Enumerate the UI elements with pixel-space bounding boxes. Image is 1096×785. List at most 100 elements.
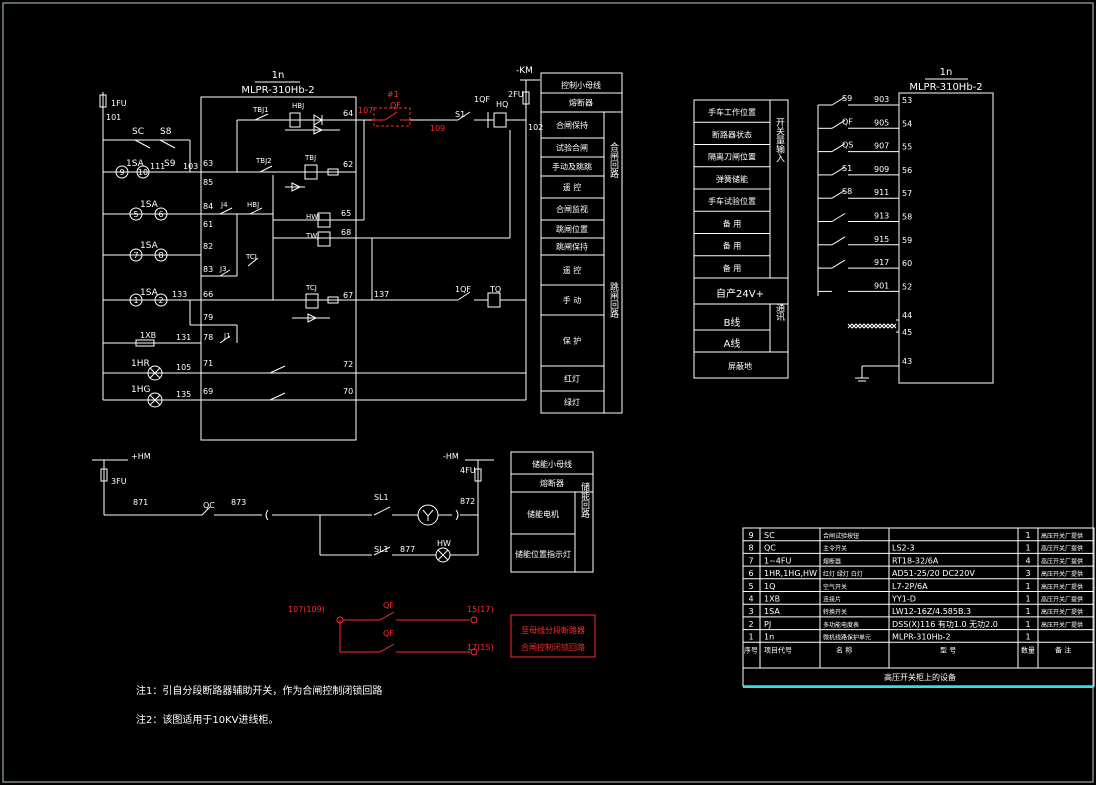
input-switch-label: QF [842, 117, 853, 126]
contact-9-label: 9 [119, 168, 124, 177]
contact-1-icon [129, 293, 143, 307]
node-101-label: 101 [106, 113, 121, 122]
part-no: 7 [748, 556, 753, 565]
part-remark: 高压开关厂提供 [1041, 545, 1083, 553]
part-qty: 3 [1025, 569, 1030, 578]
device2-model-label: MLPR-310Hb-2 [909, 82, 982, 93]
energy-row-indicator: 储能位置指示灯 [515, 549, 571, 559]
terminal-45: 45 [902, 328, 912, 337]
part-code: SC [764, 531, 775, 540]
terminal-69: 69 [203, 387, 213, 396]
node-105-label: 105 [176, 363, 191, 372]
part-spec: DSS(X)116 有功1.0 无功2.0 [892, 619, 998, 629]
node-107-label: 107 [358, 106, 373, 115]
function-row-label: 试验合闸 [556, 143, 588, 153]
terminal-65: 65 [341, 209, 351, 218]
part-code: 1n [764, 633, 774, 642]
relay-hbj2-label: HBJ [247, 201, 259, 209]
part-no: 3 [748, 607, 753, 616]
fuse-2fu-label: 2FU [508, 90, 524, 99]
part-code: 1~4FU [764, 556, 791, 565]
terminal-68: 68 [341, 228, 351, 237]
part-spec: LS2-3 [892, 544, 915, 553]
energy-row-fuse: 熔断器 [540, 478, 564, 488]
part-spec: YY1-D [891, 595, 916, 604]
terminal-63: 63 [203, 159, 213, 168]
interlock-qf-a: QF [383, 601, 394, 610]
function-row-label: 合闸监视 [556, 204, 588, 214]
part-qty: 1 [1025, 633, 1030, 642]
part-name: 微机线路保护单元 [823, 634, 871, 642]
contact-1-label: 1 [133, 296, 138, 305]
part-name: 多功能电度表 [823, 621, 859, 629]
input-terminal-number: 57 [902, 189, 912, 198]
terminal-83: 83 [203, 265, 213, 274]
parts-header-remark: 备 注 [1055, 645, 1071, 654]
function-row-label: 跳闸保持 [556, 242, 588, 252]
function-row-label: 合闸保持 [556, 120, 588, 130]
relay-twj-label: TWJ [305, 232, 319, 240]
shield-ground-label: 屏蔽地 [728, 361, 752, 371]
switch-qc-label: QC [203, 501, 215, 510]
input-switch-label: QS [842, 141, 853, 150]
device-left-terminals: 63 85 84 61 82 83 66 79 78 71 69 [203, 159, 213, 396]
part-spec: L7-2P/6A [892, 582, 928, 591]
contact-7-label: 7 [133, 251, 138, 260]
closing-coil-hq-label: HQ [496, 100, 508, 109]
node-877-label: 877 [400, 545, 415, 554]
function-table-title: 控制小母线 [561, 80, 601, 90]
part-no: 1 [748, 633, 753, 642]
part-code: 1SA [764, 607, 780, 616]
switch-s9-label: S9 [164, 159, 176, 169]
part-no: 9 [748, 531, 753, 540]
note-2: 注2：该图适用于10KV进线柜。 [136, 713, 279, 726]
part-remark: 高压开关厂提供 [1041, 596, 1083, 604]
note-marker-1: #1 [387, 90, 399, 99]
part-name: 红灯 绿灯 白灯 [823, 570, 863, 578]
power-24v-label: 自产24V+ [716, 287, 764, 300]
parts-header-name: 名 称 [836, 645, 852, 654]
contact-8-icon [154, 248, 168, 262]
part-qty: 1 [1025, 607, 1030, 616]
red-lamp-icon [147, 365, 163, 381]
terminal-66: 66 [203, 290, 213, 299]
input-switch-label: S1 [842, 164, 852, 173]
switch-s1-label: S1 [455, 110, 465, 119]
node-131-label: 131 [176, 333, 191, 342]
comm-a-label: A线 [724, 337, 741, 350]
contact-5-icon [129, 207, 143, 221]
function-row-label: 手动及跳跳 [552, 162, 592, 172]
fuse-1fu-icon [99, 94, 107, 108]
switch-sl1-label: SL1 [374, 493, 389, 502]
fuse-4fu-label: 4FU [460, 466, 476, 475]
terminal-70: 70 [343, 387, 353, 396]
trip-circuit-group: 跳闸回路 [608, 281, 619, 319]
comm-group: 通讯 [774, 303, 785, 322]
relay-j1-label: J1 [223, 332, 231, 340]
relay-j4-label: J4 [220, 201, 228, 209]
part-qty: 1 [1025, 582, 1030, 591]
part-name: 合闸试验按钮 [823, 532, 859, 540]
part-code: 1XB [764, 595, 780, 604]
parts-footer: 高压开关柜上的设备 [884, 672, 956, 682]
function-row-label: 红灯 [564, 374, 580, 384]
node-109-label: 109 [430, 124, 445, 133]
part-no: 2 [748, 620, 753, 629]
terminal-64: 64 [343, 109, 353, 118]
contact-9-icon [115, 165, 129, 179]
node-137-label: 137 [374, 290, 389, 299]
trip-coil-tq-label: TQ [489, 285, 501, 294]
node-871-label: 871 [133, 498, 148, 507]
relay-tbj-label: TBJ [304, 154, 316, 162]
function-row-label: 遥 控 [563, 265, 582, 275]
motor-icon [417, 504, 439, 526]
left-control-bus: 1FU 101 SC S8 1SA S9 111 103 9 10 1SA 5 … [99, 92, 526, 408]
input-terminal-number: 59 [902, 236, 912, 245]
contact-7-icon [129, 248, 143, 262]
contact-2-label: 2 [158, 296, 163, 305]
terminal-84: 84 [203, 202, 213, 211]
